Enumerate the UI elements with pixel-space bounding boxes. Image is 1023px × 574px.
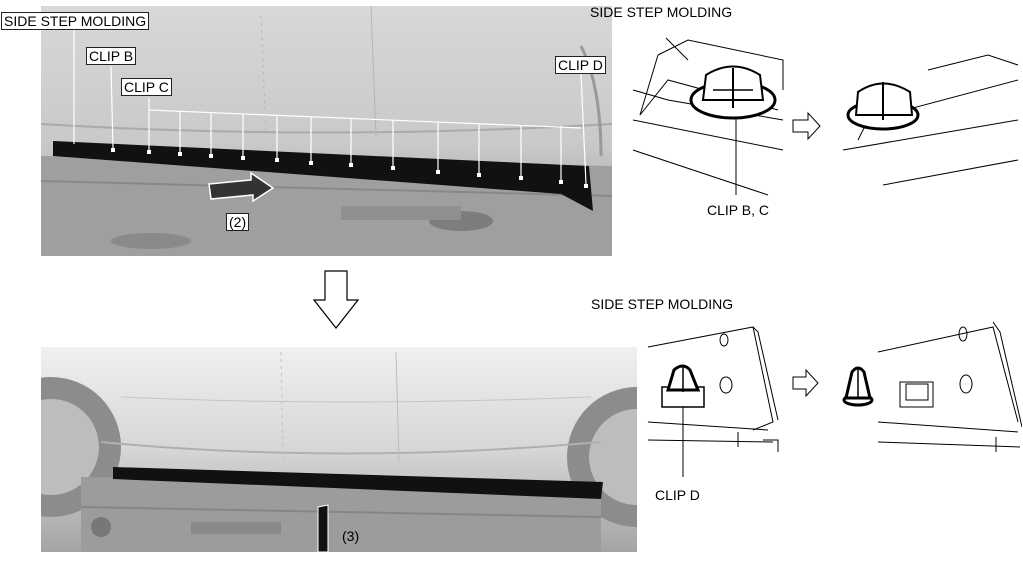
- label-clip-c: CLIP C: [121, 78, 172, 96]
- down-arrow-icon: [313, 270, 359, 330]
- clip-d-icon: [661, 364, 705, 408]
- label-side-step-molding-detail-bc: SIDE STEP MOLDING: [590, 4, 733, 20]
- clip-b-c-icon: [689, 65, 777, 120]
- right-arrow-icon: [792, 368, 819, 398]
- label-side-step-molding-detail-d: SIDE STEP MOLDING: [591, 296, 734, 312]
- top-vehicle-illustration: [41, 6, 612, 256]
- top-photo-panel: [41, 6, 612, 256]
- clip-bc-detail-illustration: [628, 20, 1022, 205]
- label-step-3: (3): [342, 528, 360, 544]
- label-clip-d-detail: CLIP D: [655, 487, 700, 503]
- bottom-photo-panel: [41, 347, 637, 552]
- slide-direction-arrow-icon: [208, 171, 275, 203]
- label-step-2: (2): [226, 213, 250, 231]
- right-arrow-icon: [792, 111, 821, 141]
- label-clip-b: CLIP B: [86, 47, 137, 65]
- clip-d-detail-illustration: [628, 312, 1022, 487]
- label-side-step-molding-top: SIDE STEP MOLDING: [1, 12, 150, 30]
- label-clip-b-c: CLIP B, C: [707, 202, 769, 218]
- label-clip-d: CLIP D: [555, 56, 606, 74]
- bottom-vehicle-illustration: [41, 347, 637, 552]
- clip-b-c-removed-icon: [846, 82, 920, 131]
- clip-d-removed-icon: [842, 366, 874, 407]
